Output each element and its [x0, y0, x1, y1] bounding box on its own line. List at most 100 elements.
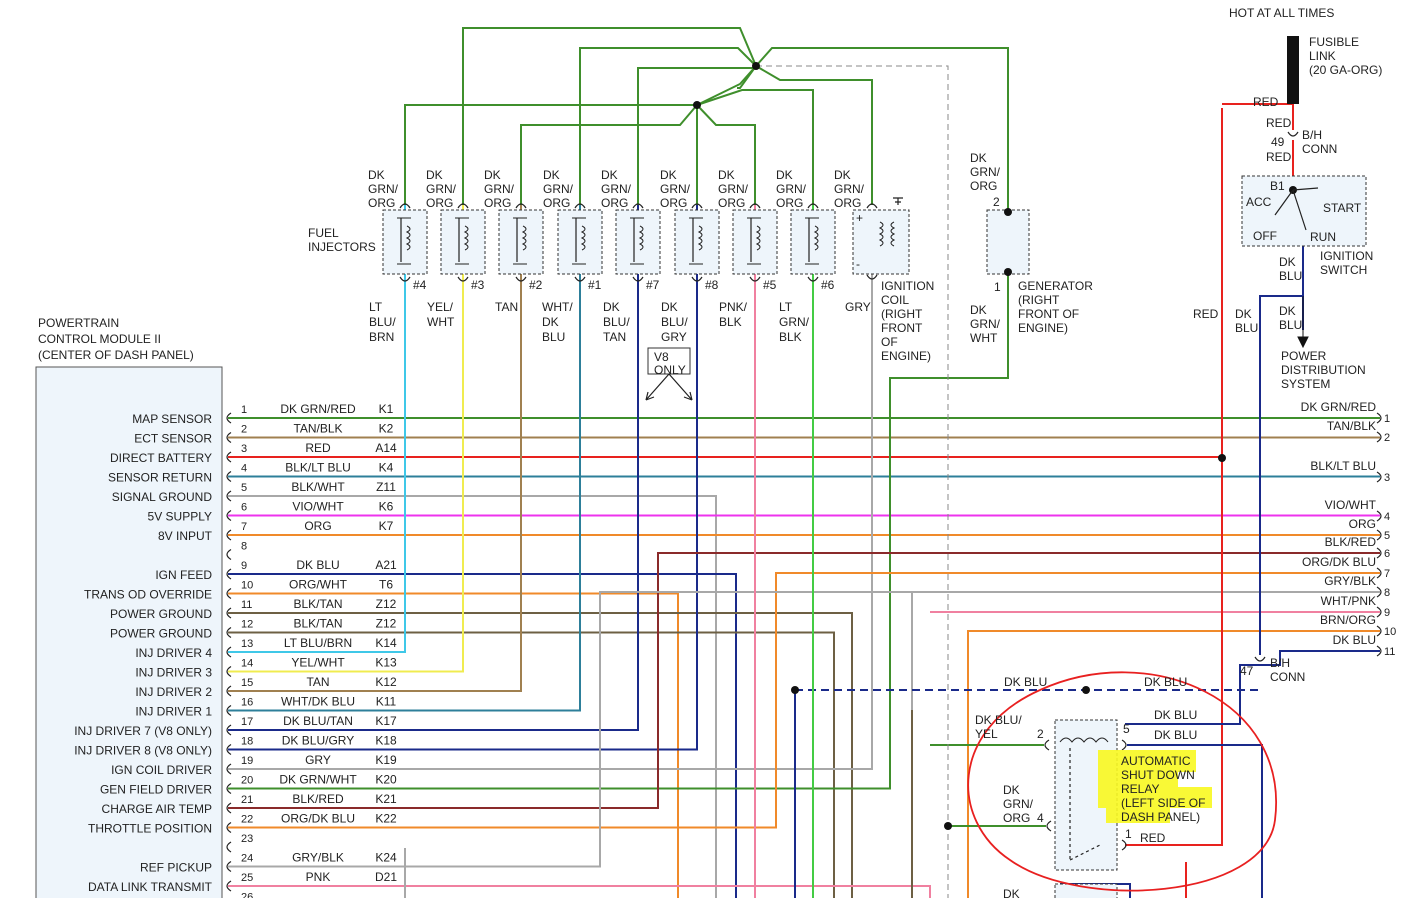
bh-connector-label: CONN — [1270, 670, 1305, 684]
pcm-pin-terminal — [226, 529, 232, 541]
wire-label: DK BLU — [1004, 675, 1047, 689]
connector-terminal — [1376, 547, 1382, 559]
pcm-pin-number: 21 — [241, 794, 253, 806]
ignition-coil-label: IGNITION — [881, 279, 934, 293]
injector-terminal — [691, 276, 703, 282]
wire-label: BLU — [1279, 269, 1302, 283]
pcm-wire — [228, 572, 1380, 829]
pcm-circuit-code: A14 — [375, 441, 397, 455]
injector-number: #2 — [529, 278, 543, 292]
hot-at-all-times-label: HOT AT ALL TIMES — [1229, 6, 1334, 20]
annotation-circle — [967, 671, 1278, 892]
injector-top-wire-label: ORG — [368, 196, 395, 210]
fuel-injector-box — [615, 209, 661, 275]
generator-pin-dot — [1004, 268, 1012, 276]
injector-wire-label: WHT — [427, 315, 455, 329]
v8-only-box — [647, 347, 691, 375]
pcm-function-label: INJ DRIVER 8 (V8 ONLY) — [74, 744, 212, 758]
pcm-pin-terminal — [226, 782, 232, 795]
connector-pin-number: 9 — [1384, 607, 1390, 619]
pcm-wire — [228, 612, 853, 898]
pcm-function-label: DATA LINK TRANSMIT — [88, 880, 213, 894]
power-distribution-label: SYSTEM — [1281, 377, 1330, 391]
injector-top-wire-label: GRN/ — [426, 182, 457, 196]
harness-g — [755, 47, 1009, 210]
connector-pin-number: 2 — [1384, 432, 1390, 444]
connector-wire-label: BLK/RED — [1325, 535, 1377, 549]
pcm-function-label: 5V SUPPLY — [148, 510, 212, 524]
pcm-circuit-code: K24 — [375, 851, 397, 865]
harness-e — [637, 67, 756, 205]
injector-wire-label: PNK/ — [719, 300, 748, 314]
injector-frame — [455, 217, 469, 265]
pcm-wire-color: DK BLU/TAN — [283, 714, 353, 728]
pin-label: 47 — [1240, 664, 1254, 678]
pcm-function-label: CHARGE AIR TEMP — [102, 802, 212, 816]
pcm-pin-terminal — [226, 451, 232, 463]
wire-label: RED — [1253, 95, 1279, 109]
injector-number: #3 — [471, 278, 485, 292]
wire-label: BLU — [1279, 318, 1302, 332]
pcm-pin-terminal — [226, 490, 232, 502]
pcm-pin-terminal — [226, 685, 232, 697]
connector-wire-label: ORG — [1349, 517, 1376, 531]
pcm-title: POWERTRAIN — [38, 316, 119, 330]
pcm-circuit-code: K1 — [379, 402, 394, 416]
splice-dot — [1082, 686, 1090, 694]
coil-windings — [878, 221, 896, 247]
pcm-wire-color: BLK/WHT — [291, 480, 345, 494]
injector-terminal — [457, 276, 469, 282]
pcm-wire-color: PNK — [306, 870, 331, 884]
pcm-pin-number: 7 — [241, 521, 247, 533]
connector-wire-label: GRY/BLK — [1324, 574, 1376, 588]
pcm-pin-number: 1 — [241, 404, 247, 416]
bh-connector-label: CONN — [1302, 142, 1337, 156]
v8-only-label: ONLY — [654, 363, 686, 377]
pcm-wire — [228, 270, 873, 770]
power-distribution-arrow — [1297, 296, 1309, 349]
wire-label: RED — [1266, 116, 1292, 130]
pcm-wire-color: BLK/RED — [292, 792, 344, 806]
power-distribution-label: POWER — [1281, 349, 1327, 363]
second-relay-box — [1054, 883, 1118, 898]
injector-number: #5 — [763, 278, 777, 292]
pcm-circuit-code: K7 — [379, 519, 394, 533]
wire-brn-org — [967, 630, 1380, 898]
pcm-function-label: TRANS OD OVERRIDE — [84, 588, 212, 602]
bh-connector-label: B/H — [1270, 656, 1290, 670]
pin-label: 49 — [1271, 135, 1285, 149]
pcm-pin-number: 23 — [241, 833, 253, 845]
switch-position-label: B1 — [1270, 179, 1285, 193]
pcm-pin-number: 18 — [241, 736, 253, 748]
fusible-link-label: LINK — [1309, 49, 1336, 63]
injector-frame — [747, 217, 761, 265]
injector-wire-label: BLK — [779, 330, 802, 344]
injector-top-wire-label: GRN/ — [660, 182, 691, 196]
pcm-title: (CENTER OF DASH PANEL) — [38, 348, 194, 362]
pcm-circuit-code: K12 — [375, 675, 397, 689]
injector-coil — [697, 225, 703, 251]
fuel-injectors-label: INJECTORS — [308, 240, 376, 254]
pcm-function-label: INJ DRIVER 3 — [135, 666, 212, 680]
pcm-pin-number: 24 — [241, 853, 253, 865]
pcm-function-label: INJ DRIVER 7 (V8 ONLY) — [74, 724, 212, 738]
pcm-wire-color: BLK/TAN — [293, 597, 342, 611]
injector-wire-label: BRN — [369, 330, 394, 344]
generator-top-wire-label: DK — [970, 151, 987, 165]
connector-wire-label: BLK/LT BLU — [1310, 459, 1376, 473]
pcm-circuit-code: K17 — [375, 714, 397, 728]
pcm-pin-terminal — [226, 548, 232, 561]
bh-connector-label: B/H — [1302, 128, 1322, 142]
pcm-pin-terminal — [226, 841, 232, 853]
injector-terminal — [515, 203, 527, 209]
splice-dot — [791, 686, 799, 694]
pcm-pin-terminal — [226, 880, 232, 892]
pcm-pin-number: 13 — [241, 638, 253, 650]
injector-frame — [805, 217, 819, 265]
relay-terminal — [1044, 739, 1050, 751]
ignition-switch-label: IGNITION — [1320, 249, 1373, 263]
injector-terminal — [632, 203, 644, 209]
generator-pin-dot — [1004, 208, 1012, 216]
switch-position-label: OFF — [1253, 229, 1277, 243]
fuel-injector-box — [498, 209, 544, 275]
